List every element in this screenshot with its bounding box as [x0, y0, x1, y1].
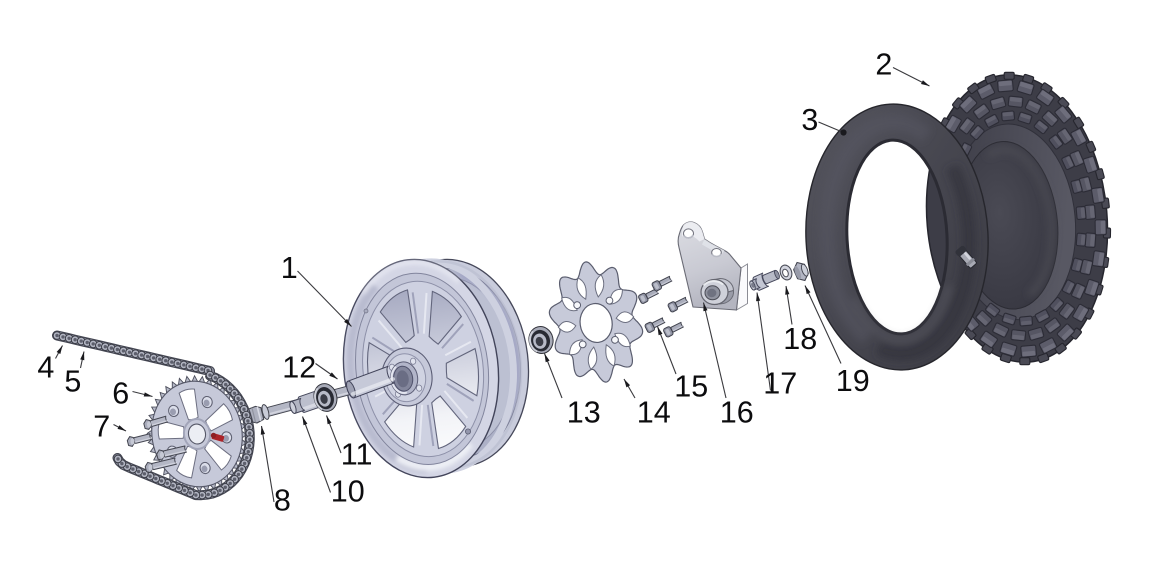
svg-text:19: 19 [836, 364, 870, 398]
svg-text:3: 3 [801, 103, 818, 137]
svg-text:15: 15 [674, 370, 708, 404]
svg-text:7: 7 [93, 410, 110, 444]
svg-text:1: 1 [281, 251, 298, 285]
svg-text:6: 6 [112, 377, 129, 411]
svg-text:11: 11 [341, 438, 373, 472]
svg-text:14: 14 [637, 396, 671, 430]
svg-text:13: 13 [567, 396, 601, 430]
svg-text:16: 16 [720, 396, 754, 430]
svg-text:4: 4 [37, 351, 54, 385]
svg-text:18: 18 [783, 322, 817, 356]
svg-text:17: 17 [763, 367, 797, 401]
svg-text:2: 2 [875, 48, 892, 82]
svg-text:8: 8 [274, 484, 291, 518]
svg-text:5: 5 [64, 365, 81, 399]
svg-text:10: 10 [331, 475, 365, 509]
svg-text:12: 12 [282, 351, 316, 385]
